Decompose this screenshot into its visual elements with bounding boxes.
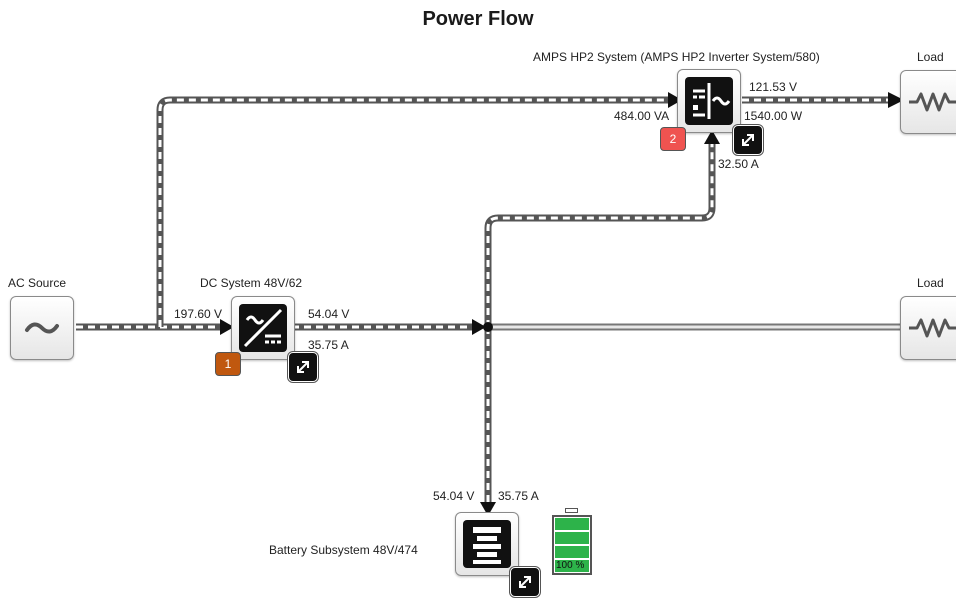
dc-system-output-voltage: 54.04 V [308, 307, 350, 321]
dc-to-amps-line [484, 142, 716, 327]
dc-system-node[interactable] [231, 296, 295, 360]
ac-to-amps-line [156, 96, 676, 327]
dc-system-input-voltage: 197.60 V [174, 307, 223, 321]
amps-node[interactable] [677, 69, 741, 133]
resistor-icon [909, 318, 956, 338]
dc-system-output-current: 35.75 A [308, 338, 349, 352]
amps-input-va: 484.00 VA [614, 109, 670, 123]
arrow-into-battery [480, 502, 496, 516]
arrow-into-load [888, 92, 904, 108]
battery-stack-icon [463, 520, 511, 568]
arrow-into-amps-ac [668, 92, 682, 108]
battery-charge-segment [555, 532, 589, 544]
dc-system-alarm-badge[interactable]: 1 [215, 352, 241, 376]
battery-expand-icon[interactable] [510, 567, 540, 597]
battery-charge-segment [555, 518, 589, 530]
ac-source-label: AC Source [8, 276, 67, 290]
ac-source-node[interactable] [10, 296, 74, 360]
dc-system-label: DC System 48V/62 [200, 276, 303, 290]
resistor-icon [909, 92, 956, 112]
ac-wave-icon [25, 322, 59, 334]
battery-gauge-body: 100 % [552, 515, 592, 575]
load-top-label: Load [917, 50, 944, 64]
arrow-into-dc-system [220, 319, 234, 335]
battery-charge-segment [555, 546, 589, 558]
amps-output-voltage: 121.53 V [749, 80, 798, 94]
rectifier-icon [239, 304, 287, 352]
amps-alarm-badge[interactable]: 2 [660, 127, 686, 151]
battery-charge-segment [555, 560, 589, 572]
page-title: Power Flow [422, 8, 534, 30]
amps-label: AMPS HP2 System (AMPS HP2 Inverter Syste… [533, 50, 820, 64]
amps-expand-icon[interactable] [733, 125, 763, 155]
battery-voltage: 54.04 V [433, 489, 475, 503]
amps-dc-current: 32.50 A [718, 157, 759, 171]
junction-dot [483, 322, 493, 332]
battery-terminal [565, 508, 578, 513]
load-mid-label: Load [917, 276, 944, 290]
battery-charge-percent: 100 % [556, 560, 585, 571]
battery-charge-gauge: 100 % [552, 508, 592, 576]
dc-system-expand-icon[interactable] [288, 352, 318, 382]
battery-label: Battery Subsystem 48V/474 [269, 543, 418, 557]
battery-node[interactable] [455, 512, 519, 576]
inverter-icon [685, 77, 733, 125]
arrow-into-amps-dc [704, 130, 720, 144]
load-mid-node[interactable] [900, 296, 956, 360]
load-top-node[interactable] [900, 70, 956, 134]
amps-output-power: 1540.00 W [744, 109, 803, 123]
battery-charge-fill [555, 518, 589, 572]
battery-current: 35.75 A [498, 489, 539, 503]
arrow-into-junction [472, 319, 486, 335]
